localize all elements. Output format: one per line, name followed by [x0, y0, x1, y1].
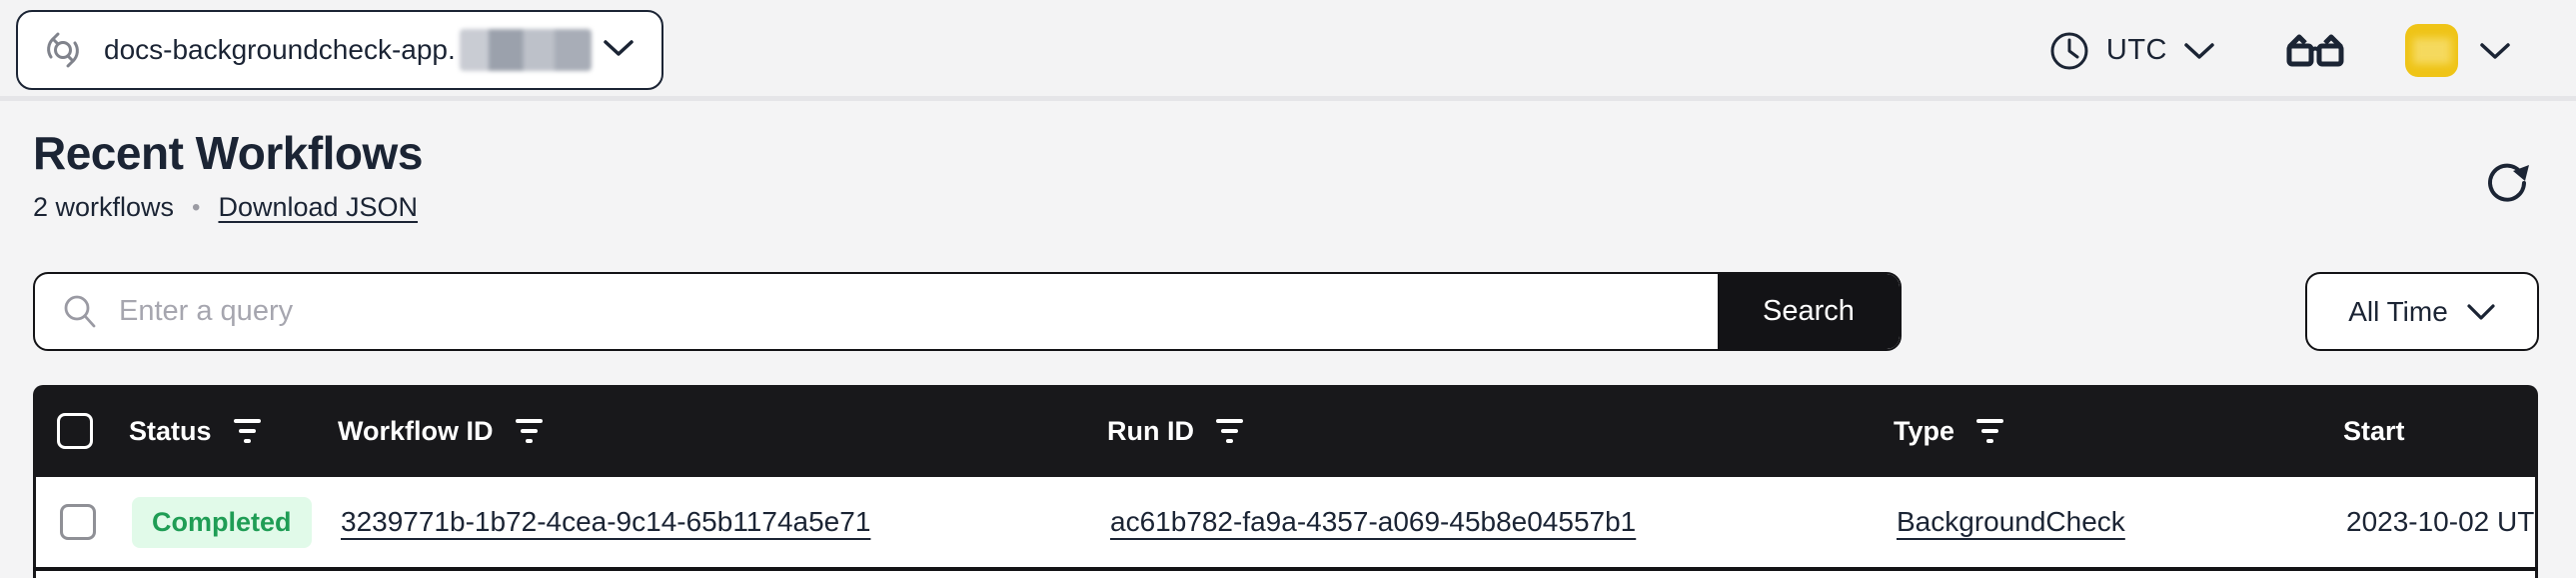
- column-header-type: Type: [1894, 415, 1955, 446]
- filter-icon[interactable]: [515, 419, 543, 443]
- refresh-icon: [2488, 163, 2529, 202]
- workflow-id-link[interactable]: 3239771b-1b72-4cea-9c14-65b1174a5e71: [341, 506, 871, 537]
- select-all-checkbox[interactable]: [57, 413, 93, 449]
- column-header-start: Start: [2343, 415, 2405, 446]
- chevron-down-icon: [602, 37, 636, 64]
- workflow-type-link[interactable]: BackgroundCheck: [1897, 506, 2125, 537]
- avatar-blurred-initial: [2413, 38, 2451, 64]
- row-divider: [33, 567, 2538, 571]
- search-button[interactable]: Search: [1718, 274, 1900, 349]
- chevron-down-icon: [2466, 302, 2496, 322]
- column-header-run-id: Run ID: [1107, 415, 1194, 446]
- table-row[interactable]: Completed 3239771b-1b72-4cea-9c14-65b117…: [33, 477, 2538, 567]
- timezone-selector[interactable]: UTC: [2048, 30, 2215, 72]
- namespace-sync-icon: [40, 27, 86, 73]
- namespace-redacted-segment: [459, 29, 592, 71]
- filter-icon[interactable]: [233, 419, 261, 443]
- labs-glasses-icon[interactable]: [2285, 31, 2345, 71]
- namespace-selector[interactable]: docs-backgroundcheck-app.: [16, 10, 663, 90]
- chevron-down-icon: [2183, 41, 2215, 61]
- start-time-value: 2023-10-02 UT: [2346, 506, 2535, 537]
- search-row: Search All Time: [33, 272, 2543, 351]
- page-heading: Recent Workflows 2 workflows • Download …: [33, 126, 423, 223]
- page-title: Recent Workflows: [33, 127, 423, 179]
- clock-icon: [2048, 30, 2090, 72]
- avatar[interactable]: [2405, 24, 2458, 77]
- filter-icon[interactable]: [1216, 419, 1243, 443]
- refresh-button[interactable]: [2479, 155, 2535, 211]
- time-filter-label: All Time: [2348, 295, 2448, 327]
- search-icon: [35, 274, 99, 349]
- workflows-table: Status Workflow ID Run ID Type Start Com…: [33, 385, 2538, 578]
- time-filter-dropdown[interactable]: All Time: [2305, 272, 2539, 351]
- query-input[interactable]: [99, 274, 1718, 349]
- filter-icon[interactable]: [1976, 419, 2004, 443]
- top-bar: docs-backgroundcheck-app. UTC: [0, 0, 2576, 101]
- download-json-link[interactable]: Download JSON: [218, 192, 419, 222]
- run-id-link[interactable]: ac61b782-fa9a-4357-a069-45b8e04557b1: [1110, 506, 1637, 537]
- query-group: Search: [33, 272, 1902, 351]
- column-header-workflow-id: Workflow ID: [338, 415, 494, 446]
- timezone-label: UTC: [2105, 34, 2167, 66]
- table-header-row: Status Workflow ID Run ID Type Start: [33, 385, 2538, 477]
- dot-separator: •: [192, 193, 201, 221]
- status-badge: Completed: [132, 496, 312, 548]
- namespace-label: docs-backgroundcheck-app.: [104, 34, 456, 65]
- workflow-count: 2 workflows: [33, 192, 175, 222]
- chevron-down-icon[interactable]: [2478, 40, 2512, 62]
- top-bar-right-cluster: UTC: [2048, 0, 2512, 101]
- next-row-sliver: [33, 571, 2538, 578]
- row-checkbox[interactable]: [60, 504, 96, 540]
- column-header-status: Status: [129, 415, 212, 446]
